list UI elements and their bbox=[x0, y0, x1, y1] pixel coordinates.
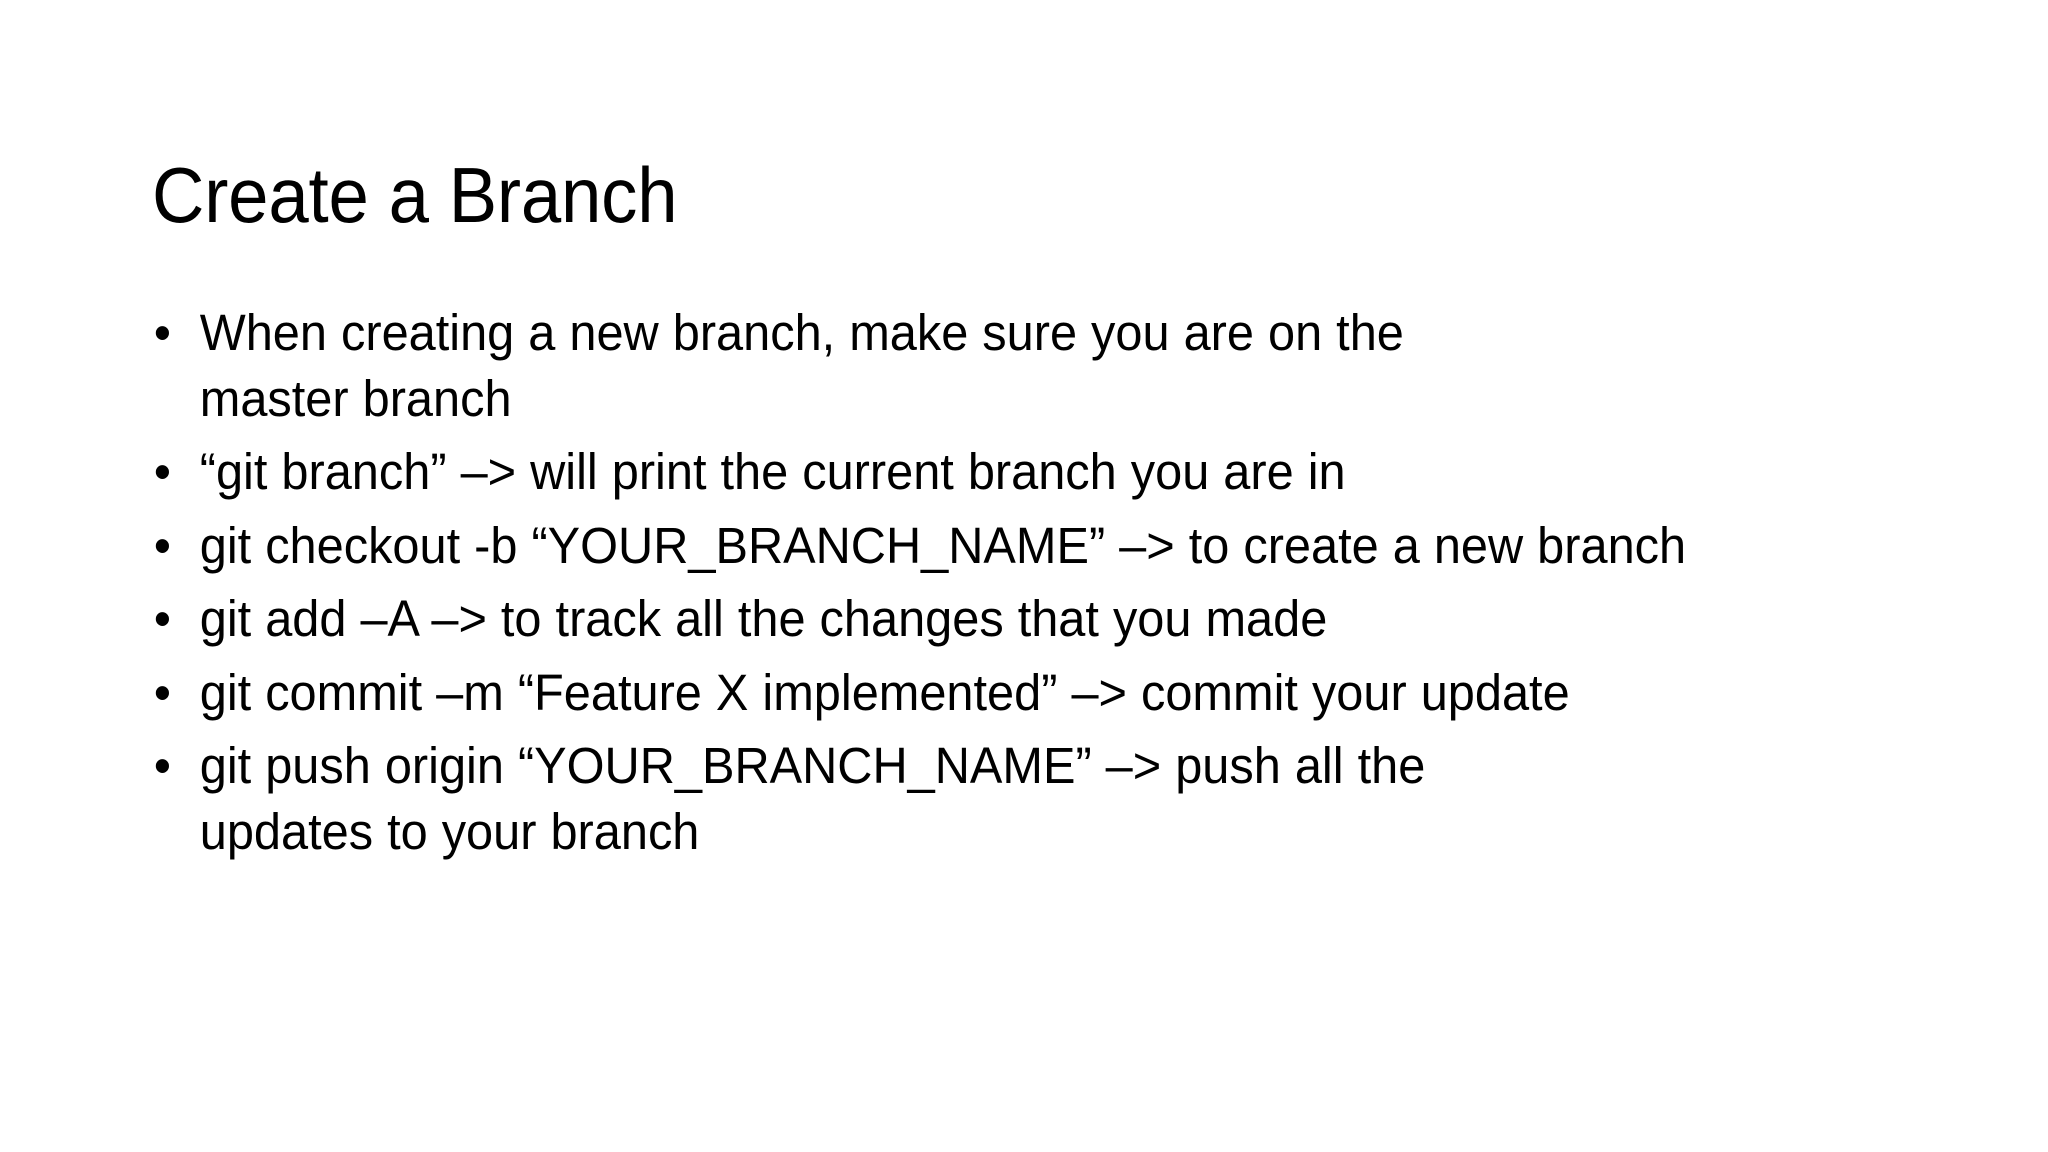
list-item: • “git branch” –> will print the current… bbox=[152, 439, 1861, 505]
bullet-point-icon: • bbox=[153, 737, 171, 795]
list-item: • git checkout -b “YOUR_BRANCH_NAME” –> … bbox=[152, 513, 1861, 579]
list-item: • git add –A –> to track all the changes… bbox=[152, 586, 1861, 652]
list-item-text: git add –A –> to track all the changes t… bbox=[199, 590, 1328, 648]
bullet-list: • When creating a new branch, make sure … bbox=[152, 300, 1942, 872]
list-item: • When creating a new branch, make sure … bbox=[152, 300, 1861, 431]
bullet-point-icon: • bbox=[153, 443, 171, 501]
list-item-text: When creating a new branch, make sure yo… bbox=[199, 304, 1404, 427]
bullet-point-icon: • bbox=[153, 516, 171, 574]
bullet-point-icon: • bbox=[153, 590, 171, 648]
list-item-text: git push origin “YOUR_BRANCH_NAME” –> pu… bbox=[199, 737, 1426, 860]
list-item-text: git commit –m “Feature X implemented” –>… bbox=[199, 663, 1570, 721]
list-item-text: “git branch” –> will print the current b… bbox=[199, 443, 1346, 501]
page-title: Create a Branch bbox=[152, 151, 678, 240]
list-item-text: git checkout -b “YOUR_BRANCH_NAME” –> to… bbox=[199, 516, 1687, 574]
bullet-point-icon: • bbox=[153, 663, 171, 721]
list-item: • git commit –m “Feature X implemented” … bbox=[152, 660, 1861, 726]
list-item: • git push origin “YOUR_BRANCH_NAME” –> … bbox=[152, 733, 1861, 864]
bullet-point-icon: • bbox=[153, 304, 171, 361]
